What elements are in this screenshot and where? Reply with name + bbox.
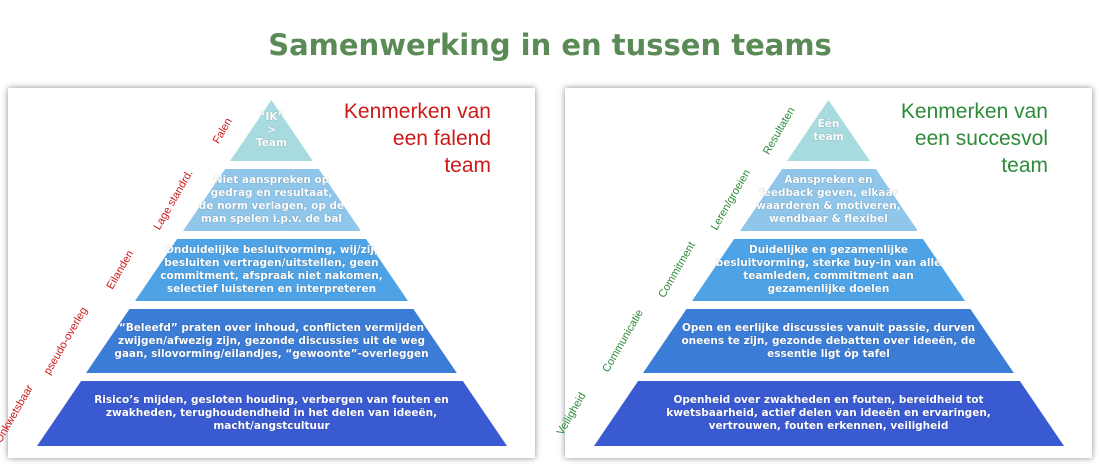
pyramid-layer-text: Open en eerlijke discussies vanuit passi…: [643, 309, 1014, 373]
pyramid-layer-shape: [643, 309, 1014, 373]
pyramid-layer-line: man spelen i.p.v. de bal: [200, 213, 343, 225]
trapezoid-shape: [593, 381, 1064, 446]
pyramid-layer-shape: [134, 239, 408, 301]
pyramid-layer-line: Onduidelijke besluitvorming, wij/zij,: [165, 244, 378, 256]
pyramid-layer-line: Niet aanspreken op: [213, 174, 330, 186]
pyramid-layer-line: wendbaar & flexibel: [769, 213, 888, 225]
pyramid-layer-line: Aanspreken en: [784, 174, 873, 186]
pyramid-layer-line: feedback geven, elkaar: [759, 187, 898, 199]
pyramid-layer-text: Onduidelijke besluitvorming, wij/zij,bes…: [135, 239, 408, 301]
heading-line: team: [1001, 154, 1048, 177]
pyramid-layer-shape: [230, 100, 313, 161]
pyramid-layer-line: zwakheden, terughoudendheid in het delen…: [105, 407, 438, 419]
pyramid-layer-line: commitment, afspraak niet nakomen,: [160, 270, 383, 282]
pyramid-layer-shape: [182, 169, 361, 231]
pyramid-layer: Openheid over zwakheden en fouten, berei…: [593, 381, 1064, 446]
pyramid-layer: “Beleefd” praten over inhoud, conflicten…: [86, 309, 457, 373]
heading-line: Kenmerken van: [343, 100, 491, 123]
pyramid-layer-text: “IK”>Team: [230, 100, 313, 161]
pyramid-layer-shape: [739, 169, 918, 231]
pyramid-layer: Risico’s mijden, gesloten houding, verbe…: [36, 381, 507, 446]
pyramid-layer-line: Één: [817, 117, 840, 130]
heading-line: Kenmerken van: [900, 100, 1048, 123]
heading-line: team: [444, 154, 491, 177]
pyramid-layer-line: Risico’s mijden, gesloten houding, verbe…: [94, 394, 449, 406]
pyramid-side-label: Communicatie: [600, 307, 646, 375]
pyramid-layer-line: Team: [256, 137, 287, 149]
pyramid-side-label: pseudo-overleg: [41, 305, 90, 377]
pyramid-layer-line: oneens te zijn, gezonde debatten over id…: [681, 334, 976, 347]
trapezoid-shape: [36, 381, 507, 446]
pyramid-layer-line: gaan, silovorming/eilandjes, “gewoonte”-…: [114, 347, 429, 360]
pyramid-layer-line: >: [267, 124, 276, 136]
pyramid-layer-line: “Beleefd” praten over inhoud, conflicten…: [118, 321, 425, 334]
pyramid-side-label: Veiligheid: [554, 390, 589, 437]
pyramid-side-label: Onkwetsbaar: [0, 382, 36, 445]
pyramid-layer: Open en eerlijke discussies vanuit passi…: [643, 309, 1014, 373]
pyramid-layer-line: vertrouwen, fouten erkennen, veiligheid: [708, 420, 949, 432]
trapezoid-shape: [134, 239, 408, 301]
trapezoid-shape: [182, 169, 361, 231]
pyramid-layer-line: waarderen & motiveren,: [756, 200, 901, 212]
pyramid-layer-line: selectief luisteren en interpreteren: [166, 283, 377, 295]
pyramid-layer-line: “IK”: [258, 111, 285, 123]
pyramid-layer-line: Openheid over zwakheden en fouten, berei…: [673, 394, 984, 406]
pyramid-layer-line: besluitvorming, sterke buy-in van alle: [715, 257, 942, 269]
pyramid-layer-line: de norm verlagen, op de: [198, 200, 345, 212]
pyramid-layer-line: kwetsbaarheid, actief delen van ideeën e…: [666, 407, 991, 419]
trapezoid-shape: [643, 309, 1014, 373]
pyramid-layer-shape: [787, 100, 870, 161]
pyramid-layer-text: Openheid over zwakheden en fouten, berei…: [594, 381, 1064, 446]
pyramid-layer: Onduidelijke besluitvorming, wij/zij,bes…: [134, 239, 408, 301]
pyramid-layer-line: gedrag en resultaat,: [210, 187, 333, 199]
pyramid-layer: “IK”>Team: [230, 100, 313, 161]
pyramid-layer-shape: [36, 381, 507, 446]
pyramid-layer-line: zwijgen/afwezig zijn, gezonde discussies…: [117, 334, 425, 347]
trapezoid-shape: [739, 169, 918, 231]
pyramid-layer-line: team: [813, 130, 844, 143]
page-title: Samenwerking in en tussen teams: [268, 28, 832, 62]
successful-team-heading: Kenmerken van een succesvol team: [901, 98, 1048, 179]
pyramid-layer-line: gezamenlijke doelen: [767, 283, 890, 295]
heading-line: een succesvol: [914, 127, 1048, 150]
heading-line: een falend: [392, 127, 491, 150]
trapezoid-shape: [691, 239, 965, 301]
pyramid-layer-line: teamleden, commitment aan: [743, 270, 914, 282]
pyramid-layer-line: Open en eerlijke discussies vanuit passi…: [681, 321, 976, 334]
trapezoid-shape: [86, 309, 457, 373]
pyramid-layer-line: essentie ligt óp tafel: [767, 347, 890, 360]
failing-team-heading: Kenmerken van een falend team: [344, 98, 491, 179]
trapezoid-shape: [230, 100, 313, 161]
pyramid-layer-line: Duidelijke en gezamenlijke: [749, 244, 908, 256]
pyramid-layer-line: macht/angstcultuur: [213, 420, 330, 432]
pyramid-side-label: Eilanden: [104, 248, 136, 292]
pyramid-layer-shape: [593, 381, 1064, 446]
pyramid-layer-shape: [691, 239, 965, 301]
pyramid-layer-line: besluiten vertragen/uitstellen, geen: [164, 257, 379, 269]
pyramid-layer-shape: [86, 309, 457, 373]
pyramid-layer-text: “Beleefd” praten over inhoud, conflicten…: [86, 309, 457, 373]
pyramid-layer-text: Risico’s mijden, gesloten houding, verbe…: [37, 381, 507, 446]
trapezoid-shape: [787, 100, 870, 161]
